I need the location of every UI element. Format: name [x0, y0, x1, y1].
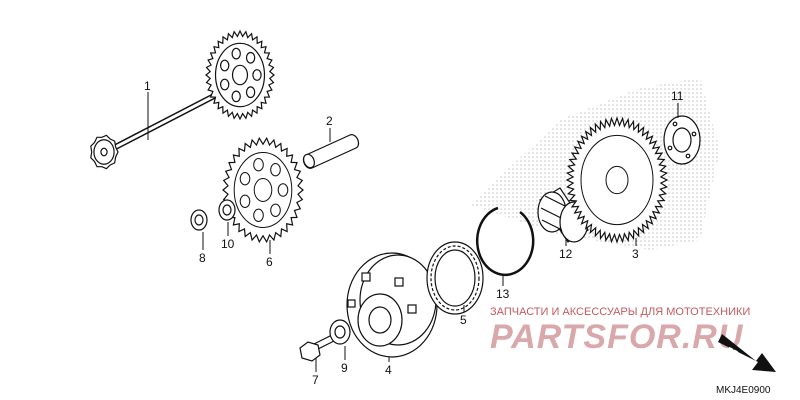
part-1-shaft-assembly	[90, 29, 275, 170]
callout-8: 8	[199, 251, 206, 265]
gear-rim	[580, 134, 654, 226]
callout-9: 9	[341, 361, 348, 375]
part-4-clutch-outer	[346, 252, 438, 358]
callout-5: 5	[460, 313, 467, 327]
watermark-logo: PARTSFOR.RU	[490, 318, 744, 356]
part-3-starter-gear	[565, 116, 669, 244]
gear-rim	[93, 139, 115, 165]
gear-hole	[231, 90, 241, 103]
part-10-washer	[218, 199, 236, 221]
gear-rim	[214, 42, 266, 108]
gear-hole	[270, 163, 281, 177]
watermark-caption: ЗАПЧАСТИ И АКСЕССУАРЫ ДЛЯ МОТОТЕХНИКИ	[490, 306, 750, 318]
gear-hole	[219, 59, 230, 72]
callout-2: 2	[326, 114, 333, 128]
callout-4: 4	[385, 363, 392, 377]
gear-hole	[239, 194, 251, 209]
gear-hole	[245, 51, 256, 64]
callout-1: 1	[144, 79, 151, 93]
gear-hole	[253, 158, 264, 172]
part-13-snap-ring	[475, 206, 535, 277]
gear-rim	[233, 152, 293, 228]
callout-13: 13	[496, 287, 510, 301]
gear-hub	[605, 165, 629, 195]
part-11-thrust-washer	[663, 115, 701, 165]
callout-10: 10	[221, 237, 235, 251]
gear-hole	[245, 86, 256, 99]
part-8-washer	[190, 209, 208, 231]
gear-hole	[231, 47, 241, 60]
gear-hub	[100, 147, 108, 157]
gear-hole	[219, 78, 230, 91]
gear-hole	[252, 69, 262, 81]
gear-hub	[253, 178, 273, 202]
front-direction-arrow: FR.	[718, 334, 776, 372]
callout-6: 6	[266, 255, 273, 269]
gear-hole	[270, 203, 281, 218]
part-2-pin	[302, 134, 360, 169]
callout-3: 3	[632, 247, 639, 261]
gear-hub	[231, 64, 249, 86]
part-9-washer	[329, 319, 351, 345]
gear-hole	[253, 208, 264, 223]
part-12-needle-bearing	[537, 187, 589, 243]
callout-12: 12	[559, 247, 573, 261]
diagram-code: MKJ4E0900	[716, 385, 771, 396]
part-6-gear	[222, 136, 304, 244]
callout-11: 11	[671, 89, 684, 103]
gear-hole	[239, 172, 251, 186]
part-5-one-way-clutch	[426, 241, 484, 315]
callout-7: 7	[312, 373, 319, 387]
leader-lines	[147, 92, 679, 372]
gear-hole	[277, 183, 289, 197]
